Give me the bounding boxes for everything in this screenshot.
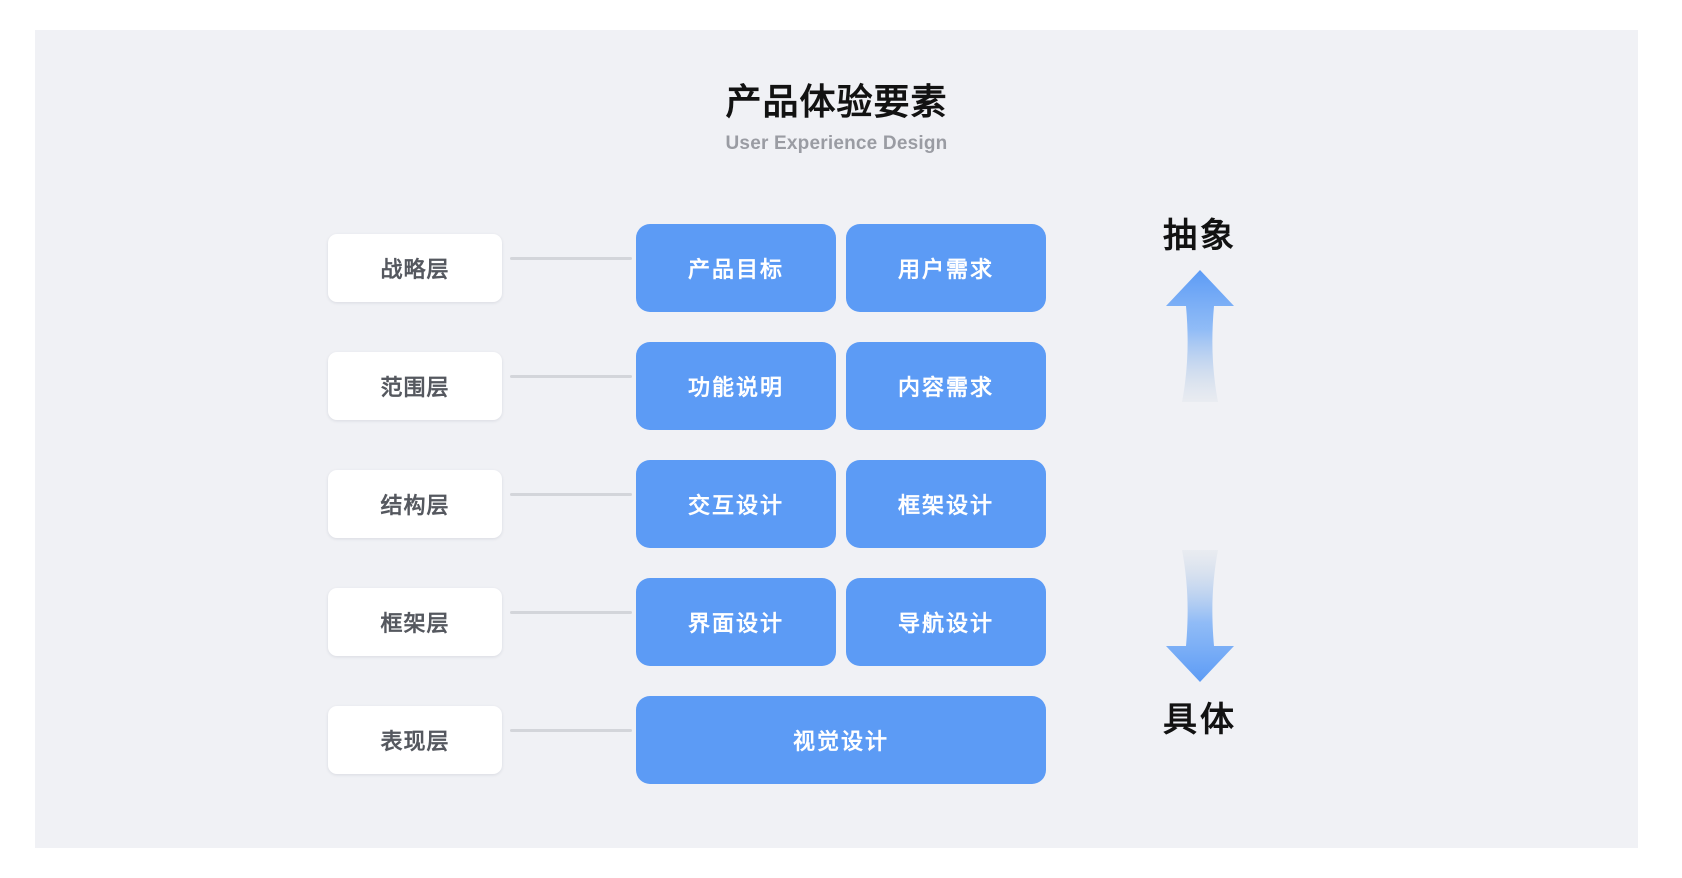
abstraction-axis: 抽象 xyxy=(1110,200,1360,800)
connector-line xyxy=(510,729,632,732)
diagram-row: 框架层 界面设计 导航设计 xyxy=(35,578,1638,666)
connector-line xyxy=(510,375,632,378)
element-card[interactable]: 交互设计 xyxy=(636,460,836,548)
element-card-label: 内容需求 xyxy=(897,375,994,400)
ux-elements-diagram: 战略层 产品目标 用户需求范围层 功能说明 内容需求结构层 交互设计 框架设计框架层 界面设计… xyxy=(35,200,1638,800)
diagram-row: 战略层 产品目标 用户需求 xyxy=(35,224,1638,312)
layer-chip-0[interactable]: 战略层 xyxy=(328,234,502,302)
layer-chip-3[interactable]: 框架层 xyxy=(328,588,502,656)
element-card[interactable]: 框架设计 xyxy=(846,460,1046,548)
diagram-panel: 产品体验要素 User Experience Design 战略层 产品目标 用户需… xyxy=(35,30,1638,848)
element-card-label: 导航设计 xyxy=(897,611,994,636)
layer-chip-label: 表现层 xyxy=(380,729,450,754)
element-card[interactable]: 导航设计 xyxy=(846,578,1046,666)
connector-line xyxy=(510,257,632,260)
element-card-label: 界面设计 xyxy=(687,611,784,636)
diagram-row: 结构层 交互设计 框架设计 xyxy=(35,460,1638,548)
element-card[interactable]: 视觉设计 xyxy=(636,696,1046,784)
element-card[interactable]: 用户需求 xyxy=(846,224,1046,312)
connector-line xyxy=(510,493,632,496)
connector-line xyxy=(510,611,632,614)
element-card[interactable]: 界面设计 xyxy=(636,578,836,666)
layer-chip-1[interactable]: 范围层 xyxy=(328,352,502,420)
layer-chip-label: 战略层 xyxy=(380,257,450,282)
element-card-label: 框架设计 xyxy=(897,493,994,518)
arrow-up-icon xyxy=(1164,268,1236,404)
diagram-row: 表现层 视觉设计 xyxy=(35,696,1638,784)
layer-chip-2[interactable]: 结构层 xyxy=(328,470,502,538)
element-card-label: 视觉设计 xyxy=(792,729,889,754)
axis-label-concrete: 具体 xyxy=(1163,701,1237,739)
element-card-label: 用户需求 xyxy=(897,257,994,282)
layer-chip-label: 范围层 xyxy=(380,375,450,400)
element-card[interactable]: 功能说明 xyxy=(636,342,836,430)
arrow-down-icon xyxy=(1164,548,1236,684)
element-card[interactable]: 产品目标 xyxy=(636,224,836,312)
layer-chip-4[interactable]: 表现层 xyxy=(328,706,502,774)
element-card-label: 功能说明 xyxy=(687,375,784,400)
layer-chip-label: 结构层 xyxy=(380,493,450,518)
element-card-label: 产品目标 xyxy=(687,257,784,282)
element-card-label: 交互设计 xyxy=(687,493,784,518)
element-card[interactable]: 内容需求 xyxy=(846,342,1046,430)
header: 产品体验要素 User Experience Design xyxy=(35,78,1638,158)
layer-chip-label: 框架层 xyxy=(380,611,450,636)
axis-label-abstract: 抽象 xyxy=(1163,217,1237,255)
diagram-row: 范围层 功能说明 内容需求 xyxy=(35,342,1638,430)
page-title: 产品体验要素 xyxy=(725,81,948,122)
page-subtitle: User Experience Design xyxy=(725,133,948,154)
